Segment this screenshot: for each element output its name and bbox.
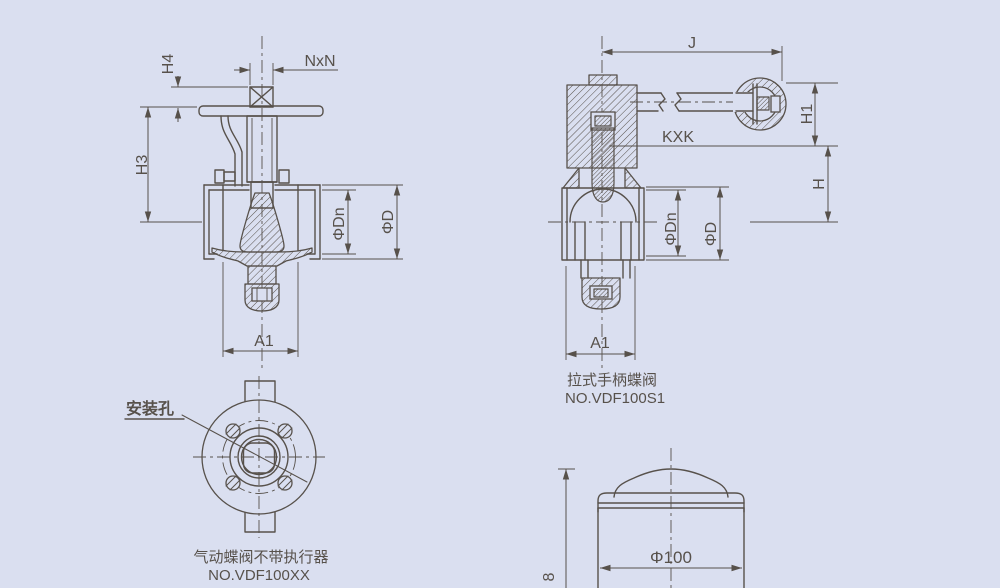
dimension-a1-right: A1 xyxy=(565,266,636,360)
actuator-view: Φ100 8 xyxy=(541,448,745,588)
dim-label-h1: H1 xyxy=(799,104,816,125)
dimension-diameters-left: ΦDn ΦD xyxy=(322,184,403,260)
caption-pneumatic-model: NO.VDF100XX xyxy=(208,567,310,584)
dimension-a1-left: A1 xyxy=(222,262,299,357)
caption-pull-handle-valve: 拉式手柄蝶阀 xyxy=(567,372,657,389)
ball-knob xyxy=(733,77,787,131)
valve-body-right xyxy=(548,187,658,310)
handle-rod xyxy=(630,92,748,112)
valve-disc-section xyxy=(211,192,313,312)
dimension-h3: H3 xyxy=(134,106,202,223)
dim-label-phid-right: ΦD xyxy=(703,222,720,246)
dim-label-h: H xyxy=(811,178,828,190)
dimension-j: J xyxy=(602,35,783,81)
dim-label-nxn: NxN xyxy=(304,53,335,70)
dim-label-phid-left: ΦD xyxy=(380,210,397,234)
pull-handle-valve-view: J H1 KXK H ΦDn ΦD A1 xyxy=(548,35,838,407)
dim-label-h3: H3 xyxy=(134,155,151,176)
dim-label-height: 8 xyxy=(541,572,558,581)
dimension-h1: H1 KXK xyxy=(609,82,838,147)
mounting-holes xyxy=(225,423,293,491)
mounting-hole xyxy=(277,475,293,491)
dimension-diameters-right: ΦDn ΦD xyxy=(646,186,729,261)
dim-label-phi100: Φ100 xyxy=(650,548,692,567)
valve-body xyxy=(203,184,321,260)
stem xyxy=(246,115,278,209)
actuator-shoulder xyxy=(597,492,745,513)
dimension-height: 8 xyxy=(541,468,575,588)
actuator-dome-cap xyxy=(613,468,729,498)
dimension-nxn: NxN xyxy=(234,53,338,85)
dim-label-j: J xyxy=(688,35,696,52)
mounting-hole xyxy=(225,475,241,491)
dim-label-h4: H4 xyxy=(160,54,177,75)
dim-label-a1-left: A1 xyxy=(254,333,274,350)
dim-label-phidn-right: ΦDn xyxy=(663,212,680,245)
handle-head xyxy=(562,74,642,203)
flange-top-view: 安装孔 气动蝶阀不带执行器 NO.VDF100XX xyxy=(124,376,329,584)
mounting-hole xyxy=(277,423,293,439)
dimension-phi100: Φ100 xyxy=(600,548,742,572)
dim-label-phidn-left: ΦDn xyxy=(331,207,348,240)
caption-pull-handle-model: NO.VDF100S1 xyxy=(565,390,665,407)
manual-valve-view: NxN H4 H3 ΦDn ΦD A1 xyxy=(134,36,403,368)
mounting-hole xyxy=(225,423,241,439)
dim-label-a1-right: A1 xyxy=(590,335,610,352)
support-bracket xyxy=(214,115,290,187)
dimension-h: H xyxy=(750,146,838,223)
caption-pneumatic-valve: 气动蝶阀不带执行器 xyxy=(193,549,328,566)
dim-label-kxk: KXK xyxy=(662,129,694,146)
callout-leader xyxy=(181,414,308,483)
dimension-h4: H4 xyxy=(160,54,248,122)
callout-mounting-hole: 安装孔 xyxy=(126,399,174,418)
square-shaft-end xyxy=(249,86,274,108)
